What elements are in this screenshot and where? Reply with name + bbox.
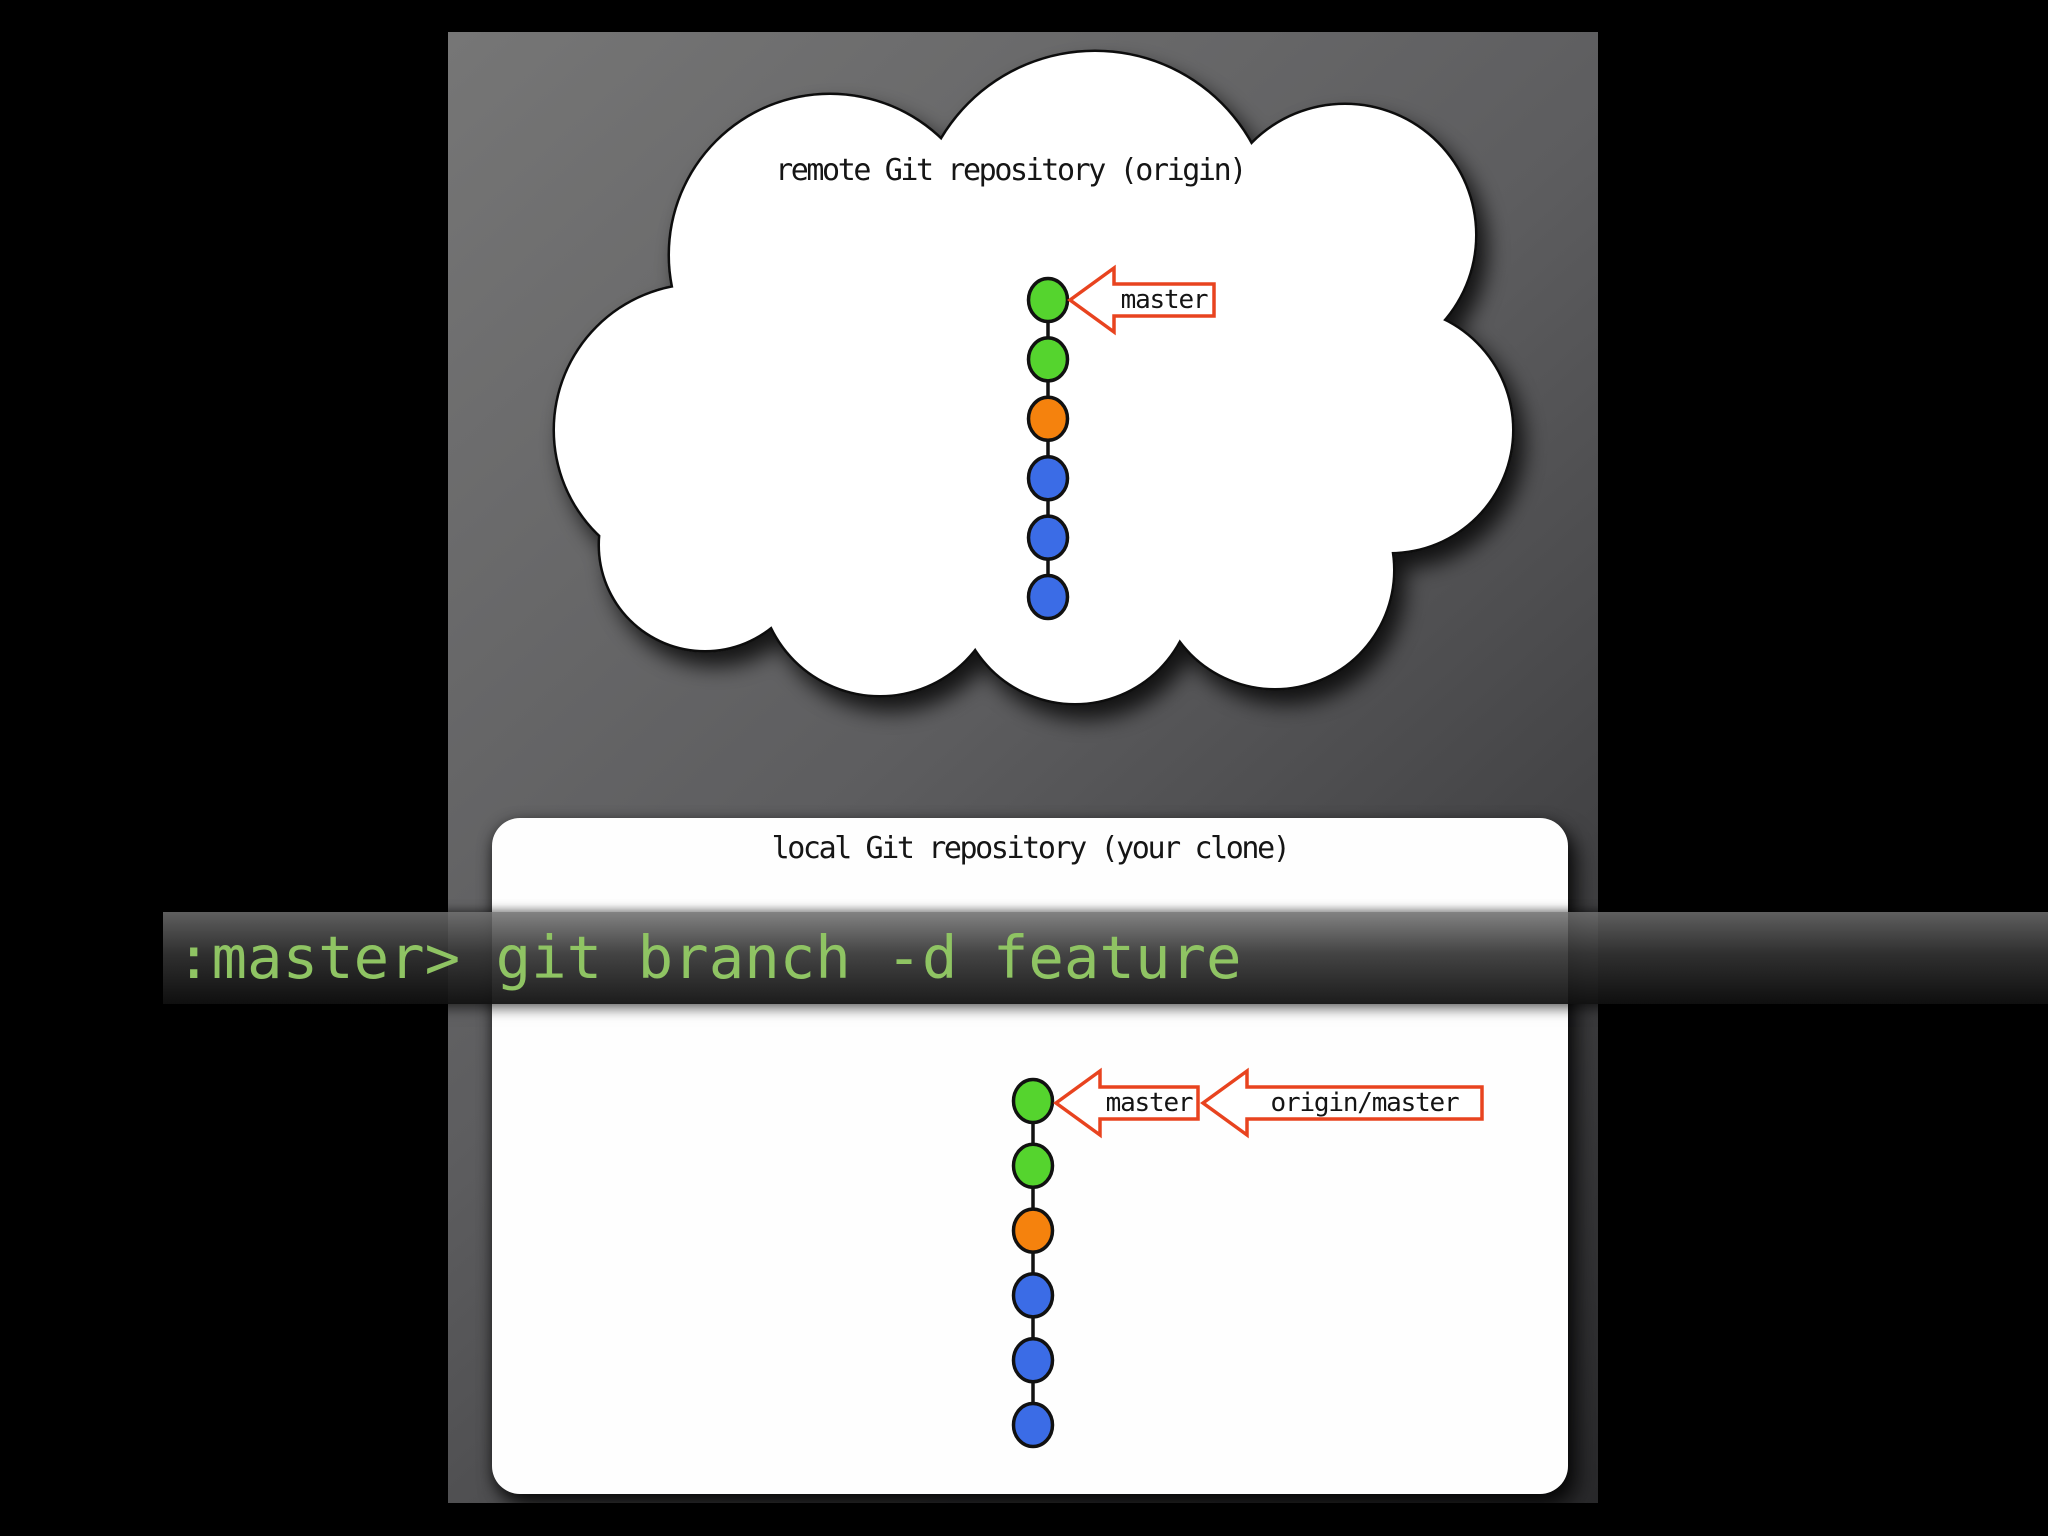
terminal-overlay: :master> git branch -d feature	[163, 912, 2048, 1004]
remote-repo-title: remote Git repository (origin)	[775, 153, 1247, 188]
local-origin-master-branch-label: origin/master	[1270, 1088, 1460, 1118]
local-repo-title: local Git repository (your clone)	[771, 831, 1291, 866]
terminal-command: git branch -d feature	[495, 923, 1242, 992]
terminal-prompt: :master>	[176, 923, 461, 992]
local-master-branch-label: master	[1105, 1088, 1194, 1118]
remote-master-branch-label: master	[1120, 285, 1209, 315]
